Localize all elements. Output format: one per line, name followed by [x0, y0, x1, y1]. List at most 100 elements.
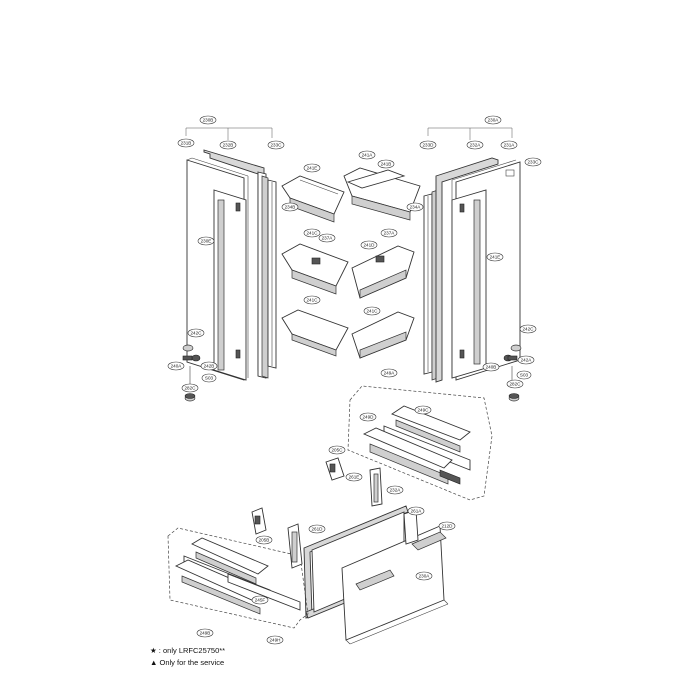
callout-233C-left: 233C	[267, 140, 285, 150]
callout-241C-bottom-right: 241C	[363, 306, 381, 316]
svg-text:249C: 249C	[418, 408, 430, 413]
svg-text:245F: 245F	[255, 598, 266, 603]
svg-text:241B: 241B	[381, 162, 392, 167]
svg-text:233D: 233D	[423, 143, 435, 148]
svg-text:249H: 249H	[270, 638, 281, 643]
svg-text:241A: 241A	[362, 153, 374, 158]
svg-text:231B: 231B	[181, 141, 192, 146]
svg-text:261D: 261D	[312, 527, 324, 532]
svg-text:261E: 261E	[349, 475, 360, 480]
middle-small-parts	[325, 457, 383, 507]
callout-234A: 234A	[406, 202, 424, 212]
svg-text:S03: S03	[520, 373, 529, 378]
callout-241E-right: 241E	[486, 252, 504, 262]
svg-text:205B: 205B	[259, 538, 270, 543]
callout-241A: 241A	[358, 150, 376, 160]
callout-242A: 242A	[517, 355, 535, 365]
svg-text:241C: 241C	[307, 231, 319, 236]
callout-282C-left: 282C	[181, 383, 199, 393]
callout-S03-right: S03	[516, 370, 532, 380]
freezer-drawer-front	[303, 505, 449, 645]
callout-245F: 245F	[251, 595, 269, 605]
svg-text:242C: 242C	[191, 331, 203, 336]
callout-261D: 261D	[308, 524, 326, 534]
callout-261E: 261E	[345, 472, 363, 482]
door-bins	[281, 167, 421, 359]
callout-bubbles: 230B 231B 232B 233C 241E 234B 241A 241B …	[167, 115, 542, 645]
callout-241B: 241B	[377, 159, 395, 169]
right-door-assembly	[423, 127, 522, 402]
callout-232A-bottom: 232A	[386, 485, 404, 495]
svg-text:241C: 241C	[307, 298, 319, 303]
svg-text:242B: 242B	[204, 364, 215, 369]
svg-text:249D: 249D	[363, 415, 375, 420]
callout-261A: 261A	[407, 506, 425, 516]
svg-text:205C: 205C	[332, 448, 344, 453]
callout-231A: 231A	[500, 140, 518, 150]
svg-text:249A: 249A	[384, 371, 396, 376]
callout-205C: 205C	[328, 445, 346, 455]
callout-240B: 240B	[482, 362, 500, 372]
callout-233D: 233D	[419, 140, 437, 150]
svg-text:232B: 232B	[223, 143, 234, 148]
callout-282C-right: 282C	[506, 379, 524, 389]
lower-drawer-rail-box	[167, 507, 309, 629]
svg-text:241E: 241E	[307, 166, 318, 171]
svg-text:231A: 231A	[504, 143, 516, 148]
callout-241C-left: 241C	[303, 228, 321, 238]
callout-249C: 249C	[414, 405, 432, 415]
callout-242C-left: 242C	[187, 328, 205, 338]
svg-text:S03: S03	[205, 376, 214, 381]
callout-230A-bottom: 230A	[415, 571, 433, 581]
callout-232A: 232A	[466, 140, 484, 150]
callout-242C-right: 242C	[519, 324, 537, 334]
svg-text:232A: 232A	[390, 488, 402, 493]
callout-237A-right: 237A	[380, 228, 398, 238]
svg-text:237A: 237A	[322, 236, 334, 241]
upper-drawer-rail-box	[347, 385, 493, 501]
svg-text:242C: 242C	[523, 327, 535, 332]
svg-text:261A: 261A	[411, 509, 423, 514]
svg-text:230E: 230E	[201, 239, 212, 244]
callout-232B: 232B	[219, 140, 237, 150]
callout-234B-left: 234B	[281, 202, 299, 212]
callout-237A-left: 237A	[318, 233, 336, 243]
callout-249B: 249B	[196, 628, 214, 638]
callout-241D: 241D	[360, 240, 378, 250]
svg-text:241C: 241C	[367, 309, 379, 314]
callout-212D: 212D	[438, 521, 456, 531]
callout-230B: 230B	[199, 115, 217, 125]
svg-text:234A: 234A	[410, 205, 422, 210]
callout-230A: 230A	[484, 115, 502, 125]
svg-text:241D: 241D	[364, 243, 376, 248]
callout-230E: 230E	[197, 236, 215, 246]
callout-S03-left: S03	[201, 373, 217, 383]
svg-text:242A: 242A	[521, 358, 533, 363]
svg-text:241E: 241E	[490, 255, 501, 260]
callout-241E-left: 241E	[303, 163, 321, 173]
left-door-assembly	[182, 127, 277, 402]
callout-205B: 205B	[255, 535, 273, 545]
svg-text:230A: 230A	[488, 118, 500, 123]
callout-249H: 249H	[266, 635, 284, 645]
svg-text:282C: 282C	[185, 386, 197, 391]
svg-text:233C: 233C	[528, 160, 540, 165]
callout-240A: 240A	[167, 361, 185, 371]
callout-242B: 242B	[200, 361, 218, 371]
svg-text:232A: 232A	[470, 143, 482, 148]
svg-text:212D: 212D	[442, 524, 454, 529]
svg-text:230A: 230A	[419, 574, 431, 579]
legend-only-model: ★ : only LRFC25750**	[150, 646, 226, 655]
svg-text:234B: 234B	[285, 205, 296, 210]
svg-text:233C: 233C	[271, 143, 283, 148]
callout-249D: 249D	[359, 412, 377, 422]
svg-text:237A: 237A	[384, 231, 396, 236]
callout-241C-bottom-left: 241C	[303, 295, 321, 305]
svg-text:249B: 249B	[200, 631, 211, 636]
callout-231B: 231B	[177, 138, 195, 148]
callout-233C-right: 233C	[524, 157, 542, 167]
svg-text:282C: 282C	[510, 382, 522, 387]
svg-text:240B: 240B	[486, 365, 497, 370]
legend-service-only: ▲ Only for the service	[150, 658, 225, 667]
